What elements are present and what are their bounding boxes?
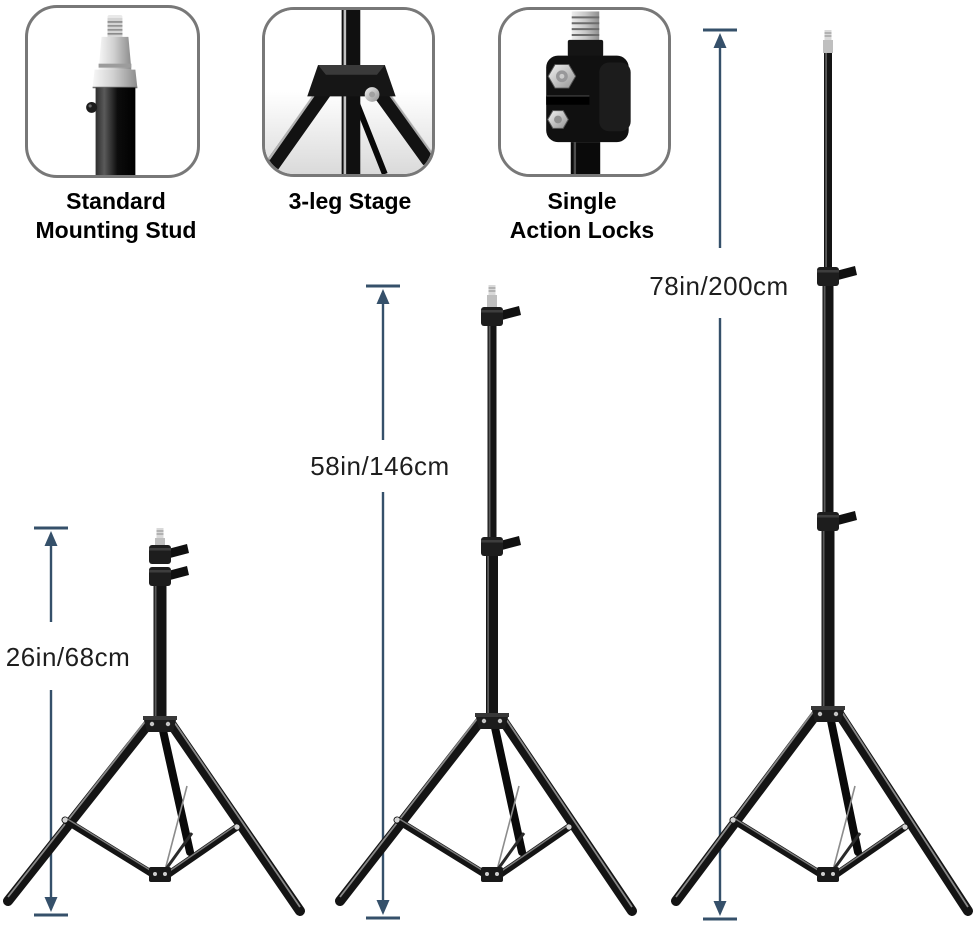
mounting-stud: [824, 30, 832, 40]
threaded-column-top: [571, 11, 600, 41]
arrowhead-down: [44, 897, 58, 912]
lock-lever: [836, 266, 857, 280]
right-leg: [369, 81, 432, 167]
side-knob: [86, 101, 98, 113]
arrowhead-down: [713, 901, 727, 916]
caption-line: Mounting Stud: [35, 217, 197, 243]
column-section: [822, 284, 834, 514]
left-brace: [393, 816, 490, 879]
column-section: [821, 529, 835, 708]
locks-illustration: [501, 10, 668, 174]
pole: [95, 87, 136, 175]
column-section: [487, 324, 497, 539]
right-leg: [165, 717, 305, 916]
rear-leg: [158, 722, 194, 856]
right-brace: [830, 823, 909, 880]
feature-card-3-leg-stage: [262, 7, 435, 177]
stud-illustration: [86, 14, 138, 175]
left-leg: [3, 717, 155, 906]
lock-collar: [149, 545, 171, 564]
right-leg: [833, 707, 973, 916]
three-leg-stage-photo: [265, 10, 432, 174]
left-brace: [729, 816, 826, 879]
base-collar: [817, 867, 839, 882]
lock-lever: [500, 306, 521, 320]
rear-leg: [826, 712, 862, 856]
stud-flange: [92, 69, 138, 88]
height-arrow-26in: [34, 526, 68, 917]
light-stand-collapsed: [3, 528, 305, 916]
measurement-label-78in: 78in/200cm: [649, 271, 789, 301]
stage-illustration: [265, 10, 432, 174]
caption-line: 3-leg Stage: [288, 188, 412, 214]
feature-card-mounting-stud: [25, 5, 200, 178]
light-stand-mid-extended: [335, 285, 637, 916]
height-arrow-78in: [703, 28, 737, 921]
feature-label-3-leg-stage: 3-leg Stage: [289, 187, 412, 216]
base-collar: [481, 867, 503, 882]
lock-collar: [481, 537, 503, 556]
right-brace: [494, 823, 573, 880]
light-stand-fully-extended: [671, 30, 973, 916]
stud-body: [98, 36, 132, 70]
left-brace: [61, 816, 158, 879]
measurement-label-58in: 58in/146cm: [310, 451, 450, 481]
left-leg: [671, 707, 823, 906]
rear-leg: [490, 719, 526, 856]
left-leg: [265, 79, 336, 174]
arrowhead-up: [376, 289, 390, 304]
measurement-label-26in: 26in/68cm: [5, 642, 131, 672]
feature-card-single-action-locks: [498, 7, 671, 177]
single-action-locks-photo: [501, 10, 668, 174]
right-brace: [162, 823, 241, 880]
lock-lever: [500, 536, 521, 550]
feature-label-mounting-stud: Standard Mounting Stud: [36, 187, 197, 245]
mounting-stud: [156, 528, 164, 538]
lock-collar: [481, 307, 503, 326]
column-section: [824, 50, 832, 269]
mounting-stud: [488, 285, 496, 295]
base-collar: [149, 867, 171, 882]
caption-line: Action Locks: [509, 217, 655, 243]
mounting-stud-photo: [86, 14, 138, 175]
lock-collar: [149, 567, 171, 586]
right-leg: [497, 714, 637, 916]
left-leg: [335, 714, 487, 906]
lock-lever: [168, 544, 189, 558]
lock-lever: [836, 511, 857, 525]
height-arrow-58in: [366, 284, 400, 920]
lock-lever: [168, 566, 189, 580]
arrowhead-up: [713, 33, 727, 48]
lock-collar: [817, 512, 839, 531]
arrowhead-up: [44, 531, 58, 546]
lock-collar: [817, 267, 839, 286]
caption-line: Standard: [66, 188, 166, 214]
arrowhead-down: [376, 900, 390, 915]
column-section: [153, 584, 167, 718]
caption-line: Single: [547, 188, 617, 214]
feature-label-single-action-locks: Single Action Locks: [510, 187, 654, 245]
